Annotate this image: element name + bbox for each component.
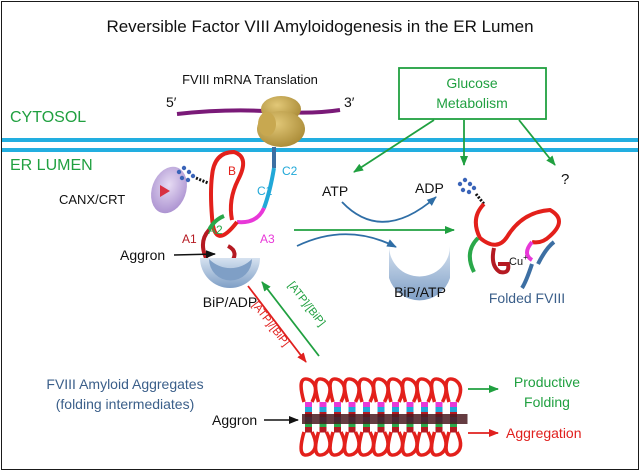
bip-atp-label: BiP/ATP xyxy=(394,284,446,300)
arrow-glucose-to-unknown xyxy=(518,119,556,166)
mrna-3-prime: 3′ xyxy=(344,94,355,110)
domain-a1-label: A1 xyxy=(182,232,197,246)
glucose-label-line1: Glucose xyxy=(446,75,498,91)
glycan-icon xyxy=(176,165,209,185)
unknown-mark: ? xyxy=(561,171,569,188)
legend-productive-line1: Productive xyxy=(514,374,580,390)
translation-label: FVIII mRNA Translation xyxy=(182,72,318,87)
bip-atp-chaperone xyxy=(389,246,450,301)
er-membrane xyxy=(2,138,638,152)
aggron-label: Aggron xyxy=(120,247,165,263)
glucose-label-line2: Metabolism xyxy=(436,95,508,111)
domain-c2-label: C2 xyxy=(282,164,298,178)
diagram-title: Reversible Factor VIII Amyloidogenesis i… xyxy=(106,17,533,36)
mrna-5-prime: 5′ xyxy=(166,94,177,110)
copper-label: Cu+ xyxy=(509,253,528,268)
canx-label: CANX/CRT xyxy=(59,192,125,207)
canx-binding-site xyxy=(160,185,170,197)
aggron-core-band xyxy=(302,414,468,424)
atp-hydrolysis-arrow xyxy=(341,196,437,223)
glucose-metabolism-box xyxy=(398,67,547,120)
aggron-pointer-arrow xyxy=(173,250,216,259)
bip-exchange-arrow xyxy=(296,233,397,248)
arrow-glucose-to-atp xyxy=(353,119,435,173)
disaggregation-arrow xyxy=(261,281,320,357)
aggregates-label-line2: (folding intermediates) xyxy=(56,396,195,412)
legend-aggregation-label: Aggregation xyxy=(506,425,582,441)
atp-label: ATP xyxy=(322,183,348,199)
canx-chaperone xyxy=(151,166,187,214)
cytosol-label: CYTOSOL xyxy=(10,109,86,126)
red-arrow-label: [ATP]/[BiP] xyxy=(249,300,291,349)
folded-fviii xyxy=(457,177,561,290)
legend-productive-line2: Folding xyxy=(524,394,570,410)
amyloid-aggregate xyxy=(299,377,468,457)
domain-a3-label: A3 xyxy=(260,232,275,246)
aggron-bottom-label: Aggron xyxy=(212,412,257,428)
domain-a2-label: A2 xyxy=(208,223,223,237)
bip-adp-label: BiP/ADP xyxy=(203,294,257,310)
folded-fviii-label: Folded FVIII xyxy=(489,290,565,306)
mrna-strand xyxy=(176,108,341,116)
er-lumen-label: ER LUMEN xyxy=(10,157,93,174)
aggregation-arrow xyxy=(247,285,307,363)
adp-label: ADP xyxy=(415,180,444,196)
domain-b-label: B xyxy=(228,164,236,178)
ribosome xyxy=(257,96,305,147)
nascent-fviii xyxy=(201,147,276,270)
folded-glycan-icon xyxy=(457,177,486,205)
aggregates-label-line1: FVIII Amyloid Aggregates xyxy=(46,376,203,392)
domain-c1-label: C1 xyxy=(257,184,273,198)
